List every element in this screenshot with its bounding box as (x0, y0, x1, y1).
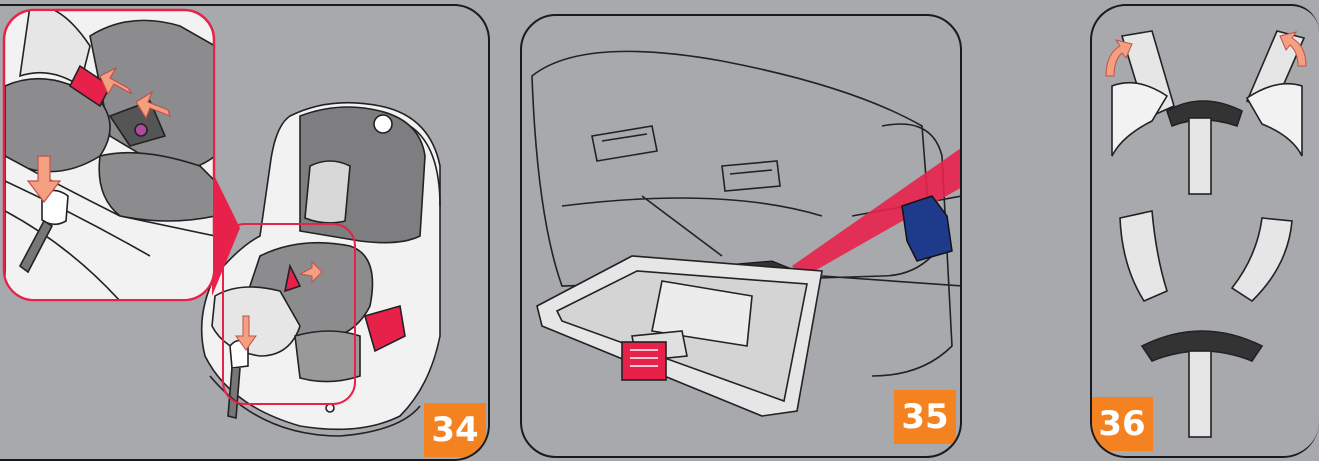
crotch-strap-top (1189, 118, 1211, 194)
step-number-badge: 36 (1091, 397, 1153, 451)
crotch-strap-bottom (1189, 351, 1211, 437)
manual-booklet (622, 342, 666, 380)
left-hand (1112, 83, 1167, 156)
step-36-panel: 36 (1090, 4, 1319, 458)
zoom-inset (4, 6, 215, 301)
step-35-panel: 35 (520, 14, 962, 458)
removed-right-pad (1232, 218, 1292, 301)
child-car-seat (202, 103, 440, 436)
right-hand (1247, 84, 1302, 156)
step-number-badge: 35 (894, 390, 956, 444)
step-34-illustration (0, 6, 490, 461)
step-34-panel: 34 (0, 4, 490, 461)
step-36-illustration (1092, 6, 1319, 458)
removed-left-pad (1120, 211, 1167, 301)
step-number-badge: 34 (424, 403, 486, 457)
